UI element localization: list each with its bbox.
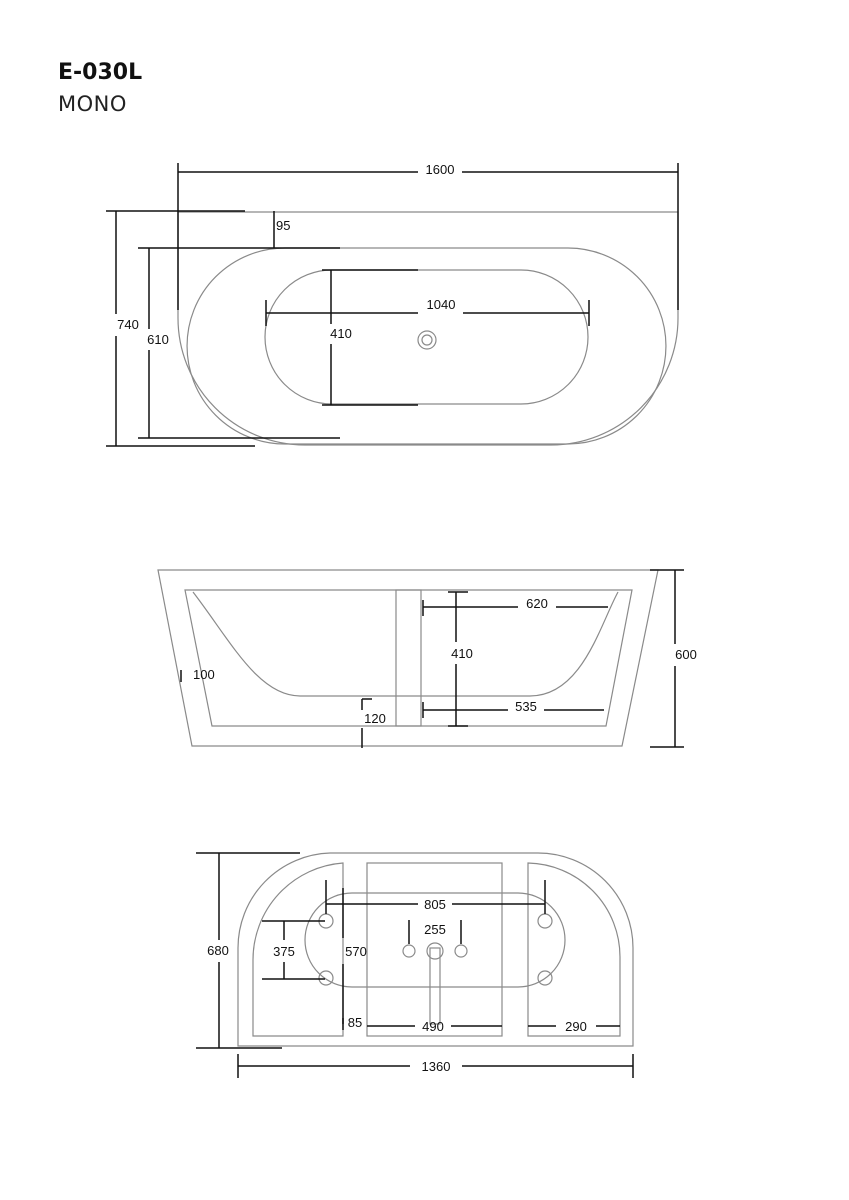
foot-hole-icon bbox=[318, 970, 334, 986]
tub-side-outline bbox=[157, 569, 659, 747]
dim-length-535: 535 bbox=[515, 699, 537, 714]
underside-view: 680 375 570 805 255 85 490 290 bbox=[196, 852, 634, 1078]
model-code: E-030L bbox=[58, 60, 143, 85]
drain-icon bbox=[417, 330, 437, 350]
rim-inner-edge bbox=[186, 247, 667, 445]
dim-frame-570: 570 bbox=[345, 944, 367, 959]
series-name: MONO bbox=[58, 92, 127, 116]
dim-width-740: 740 bbox=[117, 317, 139, 332]
dim-length-620: 620 bbox=[526, 596, 548, 611]
basin-footprint bbox=[304, 892, 566, 988]
dim-width-610: 610 bbox=[147, 332, 169, 347]
dim-length-1360: 1360 bbox=[422, 1059, 451, 1074]
dim-depth-680: 680 bbox=[207, 943, 229, 958]
foot-hole-icon bbox=[454, 944, 468, 958]
center-panel bbox=[366, 862, 503, 1037]
basin-outline bbox=[264, 269, 589, 405]
dim-offset-85: 85 bbox=[348, 1015, 362, 1030]
side-view: 600 100 410 620 535 120 bbox=[157, 569, 697, 748]
left-panel bbox=[252, 862, 344, 1037]
dim-basin-410: 410 bbox=[330, 326, 352, 341]
drain-pipe bbox=[429, 947, 441, 1025]
center-support bbox=[395, 589, 422, 727]
dim-length-1600: 1600 bbox=[426, 162, 455, 177]
dim-spacing-375: 375 bbox=[273, 944, 295, 959]
drain-outlet-icon bbox=[426, 942, 444, 960]
basin-profile bbox=[192, 591, 619, 697]
tub-side-inner bbox=[184, 589, 633, 727]
dim-base-120: 120 bbox=[364, 711, 386, 726]
top-view: 1600 740 610 95 1040 410 bbox=[106, 162, 679, 447]
dim-basin-1040: 1040 bbox=[427, 297, 456, 312]
dim-height-600: 600 bbox=[675, 647, 697, 662]
tub-underside-outline bbox=[237, 852, 634, 1047]
dim-rim-95: 95 bbox=[276, 218, 290, 233]
dim-panel-490: 490 bbox=[422, 1019, 444, 1034]
dim-panel-290: 290 bbox=[565, 1019, 587, 1034]
dim-depth-410: 410 bbox=[451, 646, 473, 661]
foot-hole-icon bbox=[537, 970, 553, 986]
dim-wall-100: 100 bbox=[193, 667, 215, 682]
right-panel bbox=[527, 862, 621, 1037]
dim-spacing-255: 255 bbox=[424, 922, 446, 937]
dim-span-805: 805 bbox=[424, 897, 446, 912]
tub-outline-top bbox=[177, 211, 679, 446]
foot-hole-icon bbox=[537, 913, 553, 929]
foot-hole-icon bbox=[402, 944, 416, 958]
